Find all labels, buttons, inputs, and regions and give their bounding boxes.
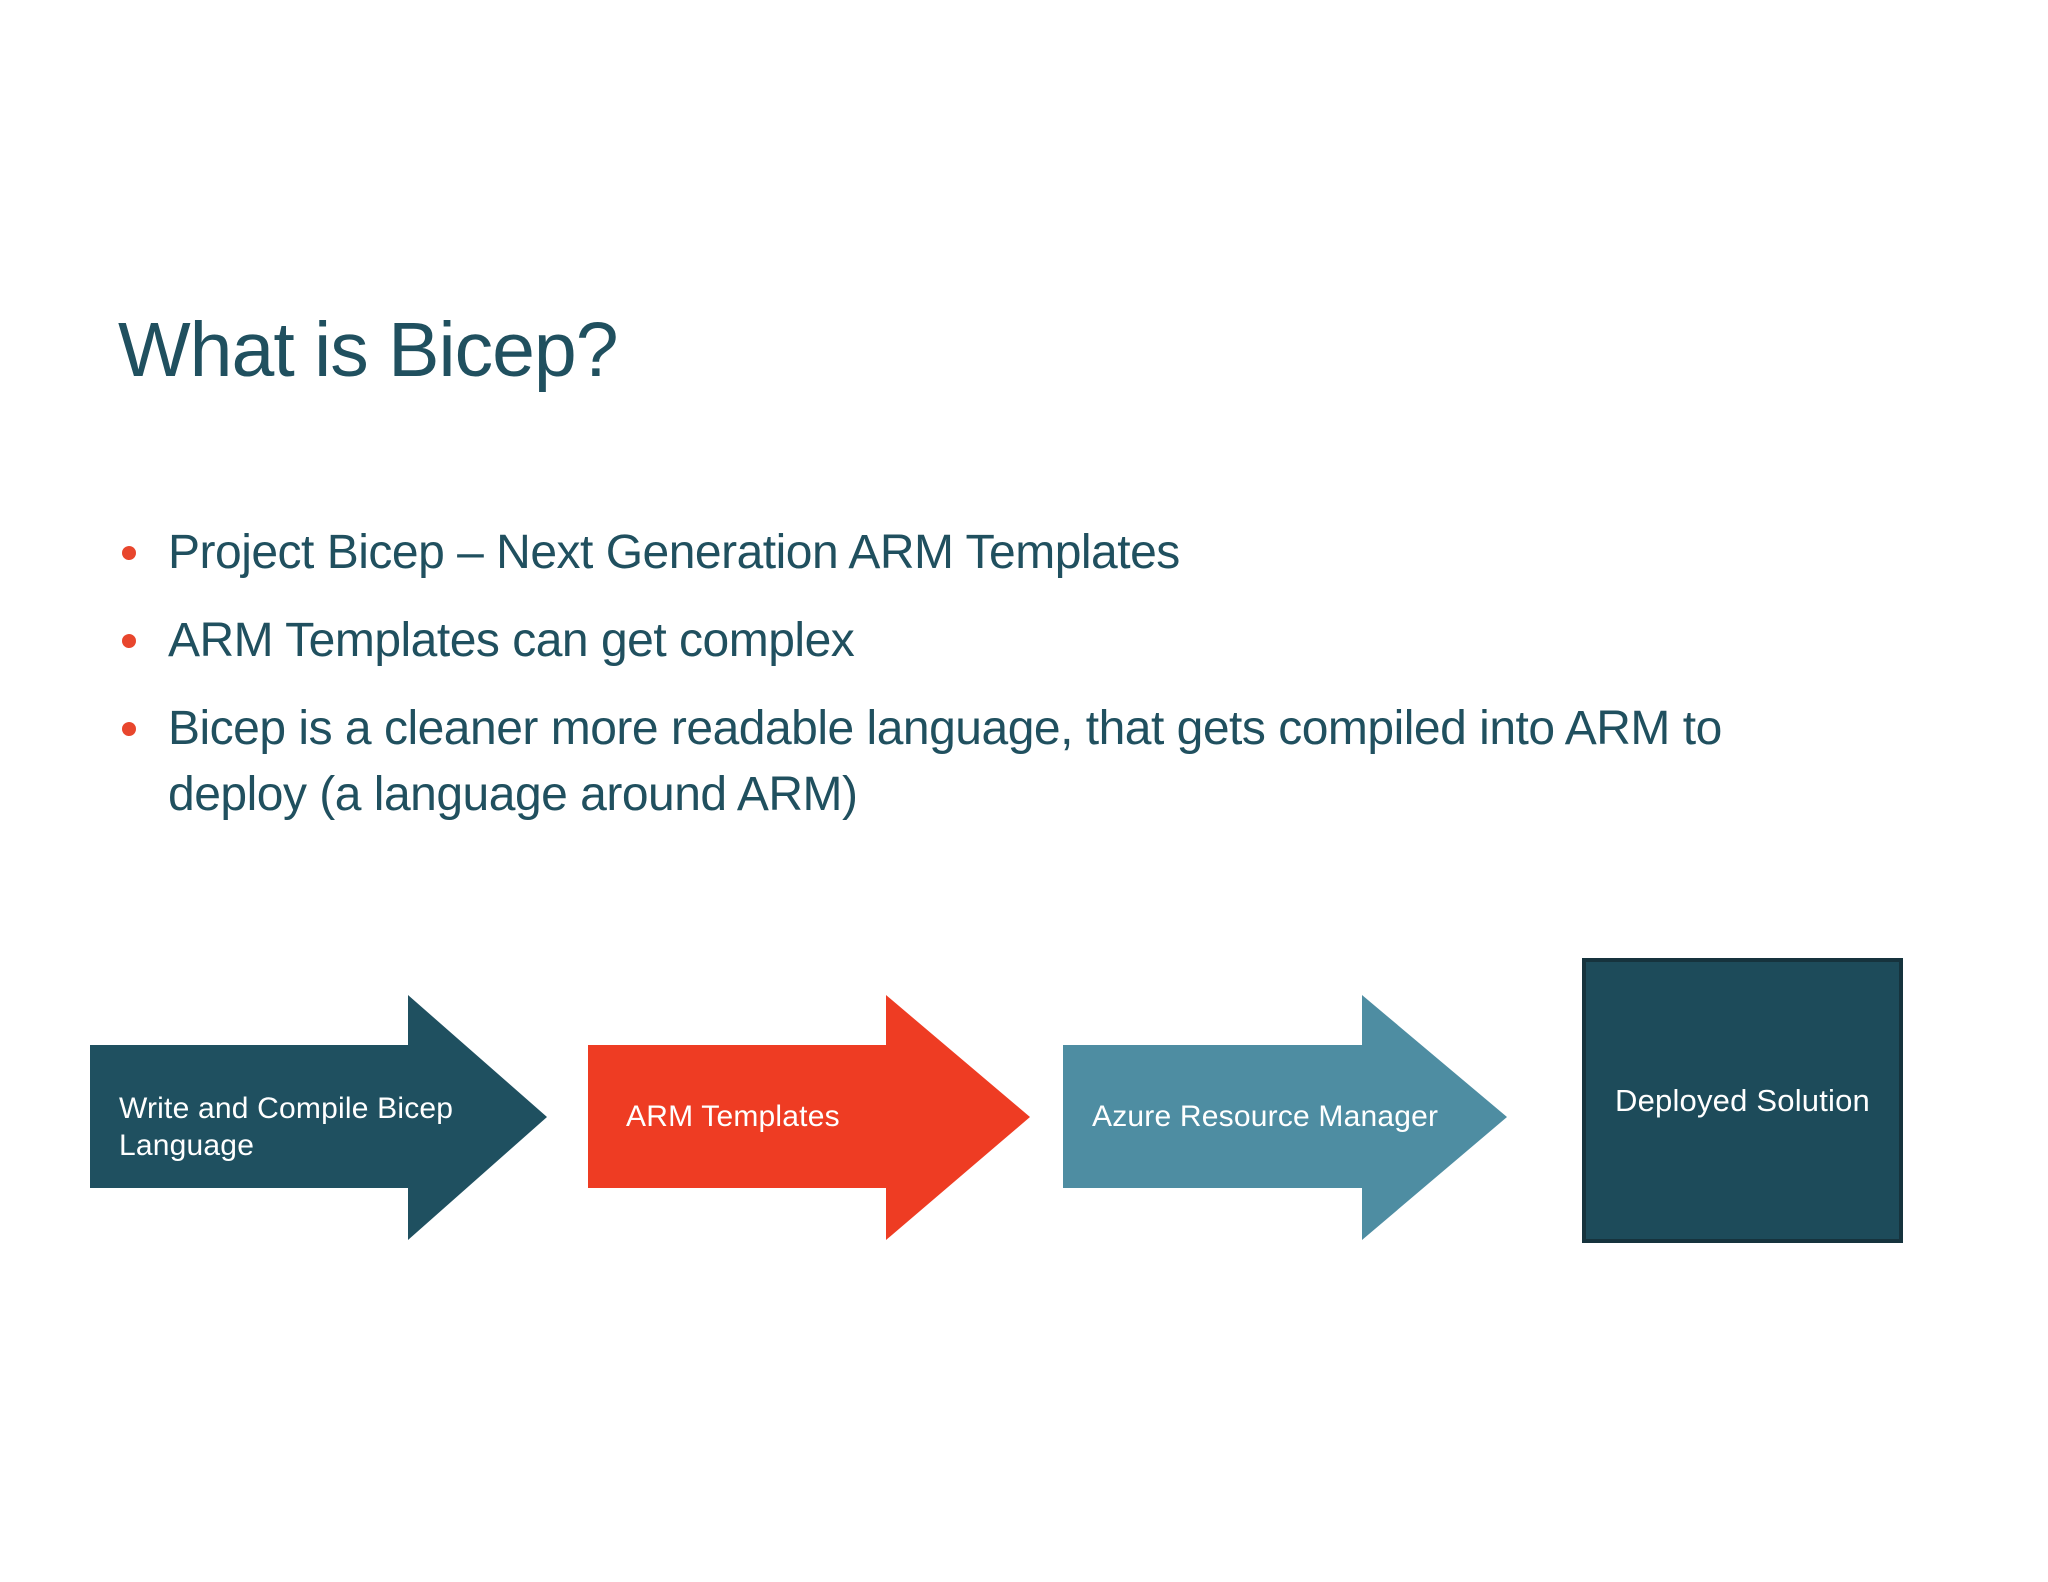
arrow-polygon bbox=[1063, 995, 1507, 1240]
bullet-line: ARM Templates can get complex bbox=[168, 614, 855, 667]
arrow-polygon bbox=[588, 995, 1030, 1240]
flow-step-label: Write and Compile Bicep Language bbox=[119, 1092, 454, 1162]
right-arrow-shape bbox=[90, 995, 547, 1240]
bullet-item-2: ARM Templates can get complex bbox=[122, 608, 855, 674]
right-arrow-shape bbox=[588, 995, 1030, 1240]
bullet-item-3: Bicep is a cleaner more readable languag… bbox=[122, 696, 1722, 828]
flow-step-arm-templates: ARM Templates bbox=[588, 995, 1030, 1240]
box-shape bbox=[1582, 958, 1903, 1243]
bullet-marker-icon bbox=[122, 634, 136, 648]
right-arrow-shape bbox=[1063, 995, 1507, 1240]
flow-step-azure-resource-manager: Azure Resource Manager bbox=[1063, 995, 1507, 1240]
bullet-line: Bicep is a cleaner more readable languag… bbox=[168, 702, 1722, 755]
flow-step-label: ARM Templates bbox=[626, 1100, 840, 1133]
slide-title: What is Bicep? bbox=[118, 307, 619, 393]
arrow-polygon bbox=[90, 995, 547, 1240]
bullet-text: Project Bicep – Next Generation ARM Temp… bbox=[168, 520, 1180, 586]
bullet-text: Bicep is a cleaner more readable languag… bbox=[168, 696, 1722, 828]
bullet-item-1: Project Bicep – Next Generation ARM Temp… bbox=[122, 520, 1180, 586]
bullet-line: Project Bicep – Next Generation ARM Temp… bbox=[168, 526, 1180, 579]
flow-step-label: Deployed Solution bbox=[1614, 1083, 1871, 1118]
flow-step-deployed-solution: Deployed Solution bbox=[1582, 958, 1903, 1243]
box-rect bbox=[1582, 958, 1903, 1243]
bullet-line: deploy (a language around ARM) bbox=[168, 768, 858, 821]
bullet-marker-icon bbox=[122, 546, 136, 560]
flow-step-write-compile-bicep: Write and Compile Bicep Language bbox=[90, 995, 547, 1240]
bullet-marker-icon bbox=[122, 722, 136, 736]
flow-step-label: Azure Resource Manager bbox=[1092, 1100, 1439, 1133]
bullet-text: ARM Templates can get complex bbox=[168, 608, 855, 674]
